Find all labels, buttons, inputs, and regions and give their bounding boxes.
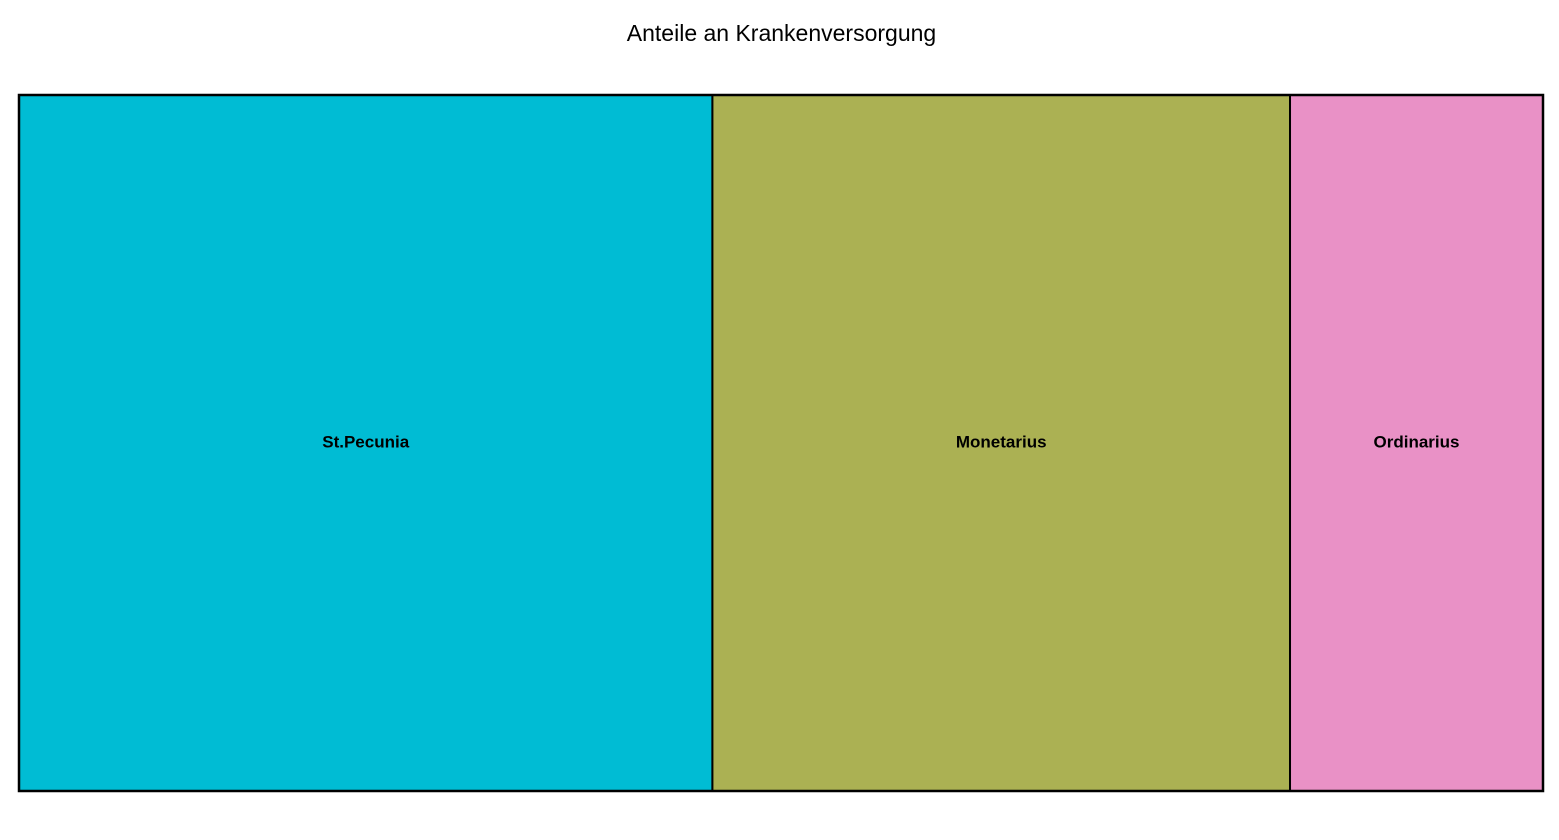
tile-st-pecunia <box>18 94 714 792</box>
tile-label-st-pecunia: St.Pecunia <box>322 432 409 451</box>
treemap-labels: St.Pecunia Monetarius Ordinarius <box>322 432 1459 451</box>
tile-label-ordinarius: Ordinarius <box>1374 432 1460 451</box>
treemap-tiles <box>18 94 1544 792</box>
treemap-frame <box>17 93 1545 793</box>
tile-label-monetarius: Monetarius <box>956 432 1047 451</box>
tile-ordinarius <box>1289 94 1544 792</box>
chart-title: Anteile an Krankenversorgung <box>626 20 937 46</box>
